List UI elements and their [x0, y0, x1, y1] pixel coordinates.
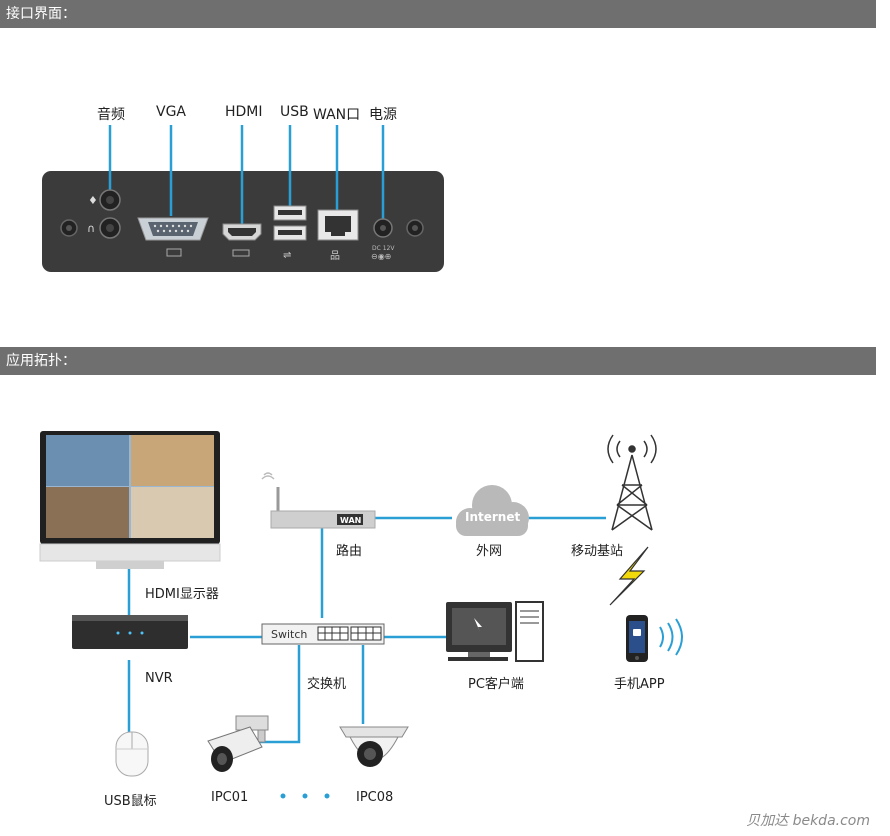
audio-port-label: 音频 — [97, 107, 125, 123]
mobile-phone — [626, 615, 683, 662]
internet-cloud — [456, 485, 529, 536]
power-jack: DC 12V ⊖◉⊕ — [371, 218, 395, 261]
router-wan-tag: WAN — [340, 516, 361, 525]
connector-lines — [127, 516, 606, 744]
pc-client — [446, 601, 544, 662]
headphone-icon: ∩ — [87, 222, 95, 235]
internet-cloud-text: Internet — [465, 510, 520, 524]
wan-port-label: WAN口 — [313, 107, 361, 123]
network-symbol-icon: 品 — [330, 250, 340, 262]
monitor-label: HDMI显示器 — [145, 587, 219, 602]
site-watermark: 贝加达 bekda.com — [746, 813, 870, 829]
router-label: 路由 — [336, 544, 363, 559]
usb-symbol-icon: ⇌ — [283, 250, 291, 261]
usb-ports: ⇌ — [273, 205, 307, 261]
ipc01-label: IPC01 — [211, 790, 249, 805]
phone-label: 手机APP — [614, 677, 665, 692]
hdmi-monitor — [39, 431, 221, 569]
usb-mouse — [115, 731, 149, 777]
base-station-label: 移动基站 — [571, 544, 624, 559]
hdmi-port-label: HDMI — [225, 104, 263, 120]
router-device — [261, 472, 376, 529]
wifi-icon — [261, 472, 275, 480]
switch-device — [261, 623, 385, 645]
wan-port: 品 — [317, 209, 359, 262]
rear-panel-drawing: ♦ ∩ ⇌ 品 DC 12V ⊖◉⊕ — [42, 125, 444, 272]
internet-label: 外网 — [476, 544, 503, 559]
topology-section-title: 应用拓扑： — [0, 347, 876, 375]
switch-tag: Switch — [271, 628, 307, 641]
hdmi-port — [222, 223, 262, 257]
power-port-label: 电源 — [369, 107, 397, 123]
signal-waves-icon — [659, 618, 683, 656]
nvr-label: NVR — [145, 671, 173, 686]
microphone-icon: ♦ — [88, 194, 98, 207]
pc-label: PC客户端 — [468, 677, 524, 692]
audio-jacks: ♦ ∩ — [87, 189, 121, 239]
switch-label: 交换机 — [307, 677, 347, 692]
ipc08-dome-camera — [339, 726, 409, 767]
nvr-device — [72, 615, 188, 649]
vga-port — [137, 217, 209, 257]
mouse-label: USB鼠标 — [104, 794, 157, 809]
more-cameras-dots — [280, 793, 330, 799]
cursor-icon — [474, 618, 482, 632]
polarity-icon: ⊖◉⊕ — [371, 252, 391, 261]
ipc08-label: IPC08 — [356, 790, 394, 805]
topology-drawing: WAN Internet Switch — [39, 431, 683, 799]
vga-port-label: VGA — [156, 104, 187, 120]
base-station-tower — [607, 434, 657, 531]
ipc01-bullet-camera — [207, 715, 269, 772]
port-leader-lines — [108, 125, 385, 227]
usb-port-label: USB — [280, 104, 309, 120]
power-spec-text: DC 12V — [372, 245, 395, 252]
ports-section-title: 接口界面： — [0, 0, 876, 28]
lightning-bolt-icon — [609, 546, 649, 606]
